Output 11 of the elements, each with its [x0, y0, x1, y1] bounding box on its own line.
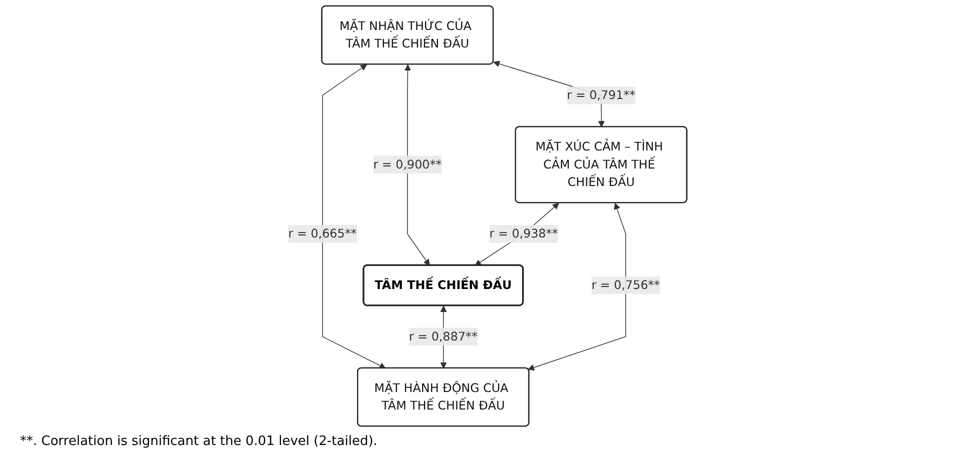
edge-label: r = 0,756** — [592, 278, 660, 292]
arrow — [322, 64, 386, 369]
edge-label: r = 0,887** — [409, 329, 478, 344]
edge-label: r = 0,938** — [490, 226, 558, 241]
edge-label: r = 0,900** — [374, 157, 442, 172]
edge-label: r = 0,791** — [567, 88, 636, 102]
edge-label: r = 0,665** — [288, 226, 358, 241]
arrow — [404, 64, 430, 266]
arrow — [475, 202, 560, 266]
arrow — [528, 202, 627, 371]
caption: **. Correlation is significant at the 0.01 level (2-tailed). — [19, 433, 378, 451]
